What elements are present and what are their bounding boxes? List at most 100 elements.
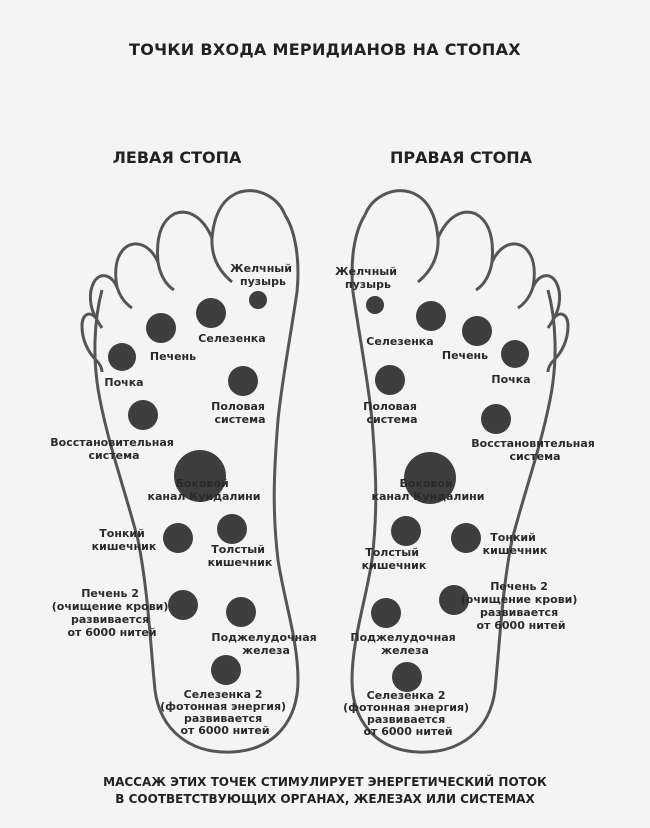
right-foot-sole — [350, 214, 557, 754]
right-big-toe — [363, 189, 440, 284]
label-line: система — [89, 449, 140, 462]
left-restorative-label: Восстановительная система — [50, 436, 177, 462]
label-line: пузырь — [345, 278, 391, 291]
right-spleen-label: Селезенка — [366, 335, 433, 348]
label-line: канал Кундалини — [372, 490, 485, 503]
right-toe-2 — [436, 210, 494, 292]
right-toe-4 — [531, 274, 562, 329]
label-line: Почка — [491, 373, 530, 386]
label-line: развивается — [367, 713, 445, 726]
label-line: Селезенка — [198, 332, 265, 345]
label-line: пузырь — [240, 275, 286, 288]
left-toe-5 — [80, 312, 104, 373]
right-reproductive-point — [375, 365, 405, 395]
left-liver2-label: Печень 2 (очищение крови) развивается от… — [52, 587, 173, 639]
right-liver2-point — [439, 585, 469, 615]
label-line: (очищение крови) — [461, 593, 578, 606]
label-line: система — [215, 413, 266, 426]
right-liver-label: Печень — [442, 349, 488, 362]
left-small-intestine-point — [163, 523, 193, 553]
label-line: Желчный — [230, 262, 292, 275]
left-kidney-point — [108, 343, 136, 371]
right-labels: Желчный пузырь Селезенка Печень Почка По… — [335, 265, 598, 738]
left-toe-3 — [114, 242, 160, 310]
left-foot-heading: ЛЕВАЯ СТОПА — [112, 148, 242, 167]
left-spleen-point — [196, 298, 226, 328]
label-line: Половая — [363, 400, 417, 413]
label-line: Печень — [442, 349, 488, 362]
left-foot-sole — [93, 214, 300, 754]
label-line: (фотонная энергия) — [160, 700, 286, 713]
right-kidney-point — [501, 340, 529, 368]
left-kundalini-point — [174, 450, 226, 502]
right-liver-point — [462, 316, 492, 346]
left-restorative-point — [128, 400, 158, 430]
left-liver2-point — [168, 590, 198, 620]
right-reproductive-label: Половая система — [363, 400, 421, 426]
left-spleen-label: Селезенка — [198, 332, 265, 345]
left-large-intestine-label: Толстый кишечник — [208, 543, 273, 569]
left-labels: Желчный пузырь Селезенка Печень Почка По… — [50, 262, 316, 737]
label-line: (фотонная энергия) — [343, 701, 469, 714]
right-restorative-label: Восстановительная система — [471, 437, 598, 463]
label-line: канал Кундалини — [148, 490, 261, 503]
right-kundalini-point — [404, 452, 456, 504]
left-big-toe — [210, 189, 287, 284]
label-line: кишечник — [92, 540, 157, 553]
right-spleen-point — [416, 301, 446, 331]
left-gallbladder-label: Желчный пузырь — [230, 262, 296, 288]
right-foot-heading: ПРАВАЯ СТОПА — [390, 148, 532, 167]
label-line: Толстый — [211, 543, 265, 556]
label-line: развивается — [480, 606, 558, 619]
left-foot-outline — [80, 189, 300, 754]
label-line: от 6000 нитей — [363, 725, 452, 738]
left-kundalini-label: Боковой канал Кундалини — [148, 477, 261, 503]
label-line: от 6000 нитей — [67, 626, 156, 639]
label-line: Боковой — [399, 477, 452, 490]
right-large-intestine-label: Толстый кишечник — [362, 546, 427, 572]
right-kundalini-label: Боковой канал Кундалини — [372, 477, 485, 503]
left-toe-4 — [88, 274, 119, 329]
label-line: Селезенка 2 — [367, 689, 446, 702]
label-line: от 6000 нитей — [476, 619, 565, 632]
right-pancreas-label: Поджелудочная железа — [350, 631, 459, 657]
right-pancreas-point — [371, 598, 401, 628]
right-restorative-point — [481, 404, 511, 434]
label-line: система — [367, 413, 418, 426]
label-line: Печень 2 — [81, 587, 139, 600]
label-line: (очищение крови) — [52, 600, 169, 613]
label-line: железа — [242, 644, 290, 657]
label-line: Восстановительная — [471, 437, 595, 450]
right-spleen2-point — [392, 662, 422, 692]
label-line: Печень 2 — [490, 580, 548, 593]
label-line: Поджелудочная — [350, 631, 455, 644]
left-pancreas-point — [226, 597, 256, 627]
label-line: Восстановительная — [50, 436, 174, 449]
left-large-intestine-point — [217, 514, 247, 544]
label-line: Селезенка 2 — [184, 688, 263, 701]
label-line: кишечник — [362, 559, 427, 572]
label-line: Толстый — [365, 546, 419, 559]
caption-line-1: МАССАЖ ЭТИХ ТОЧЕК СТИМУЛИРУЕТ ЭНЕРГЕТИЧЕ… — [103, 775, 547, 789]
label-line: Тонкий — [99, 527, 145, 540]
right-foot-outline — [350, 189, 570, 754]
label-line: Тонкий — [490, 531, 536, 544]
caption-line-2: В СООТВЕТСТВУЮЩИХ ОРГАНАХ, ЖЕЛЕЗАХ ИЛИ С… — [115, 792, 535, 806]
right-small-intestine-point — [451, 523, 481, 553]
label-line: Почка — [104, 376, 143, 389]
label-line: железа — [381, 644, 429, 657]
left-liver-label: Печень — [150, 350, 196, 363]
left-reproductive-point — [228, 366, 258, 396]
label-line: кишечник — [208, 556, 273, 569]
right-spleen2-label: Селезенка 2 (фотонная энергия) развивает… — [343, 689, 473, 738]
left-spleen2-label: Селезенка 2 (фотонная энергия) развивает… — [160, 688, 290, 737]
label-line: Поджелудочная — [211, 631, 316, 644]
right-kidney-label: Почка — [491, 373, 530, 386]
label-line: развивается — [184, 712, 262, 725]
left-reproductive-label: Половая система — [211, 400, 269, 426]
right-liver2-label: Печень 2 (очищение крови) развивается от… — [461, 580, 582, 632]
right-gallbladder-label: Желчный пузырь — [335, 265, 401, 291]
label-line: Печень — [150, 350, 196, 363]
right-points — [366, 296, 529, 692]
